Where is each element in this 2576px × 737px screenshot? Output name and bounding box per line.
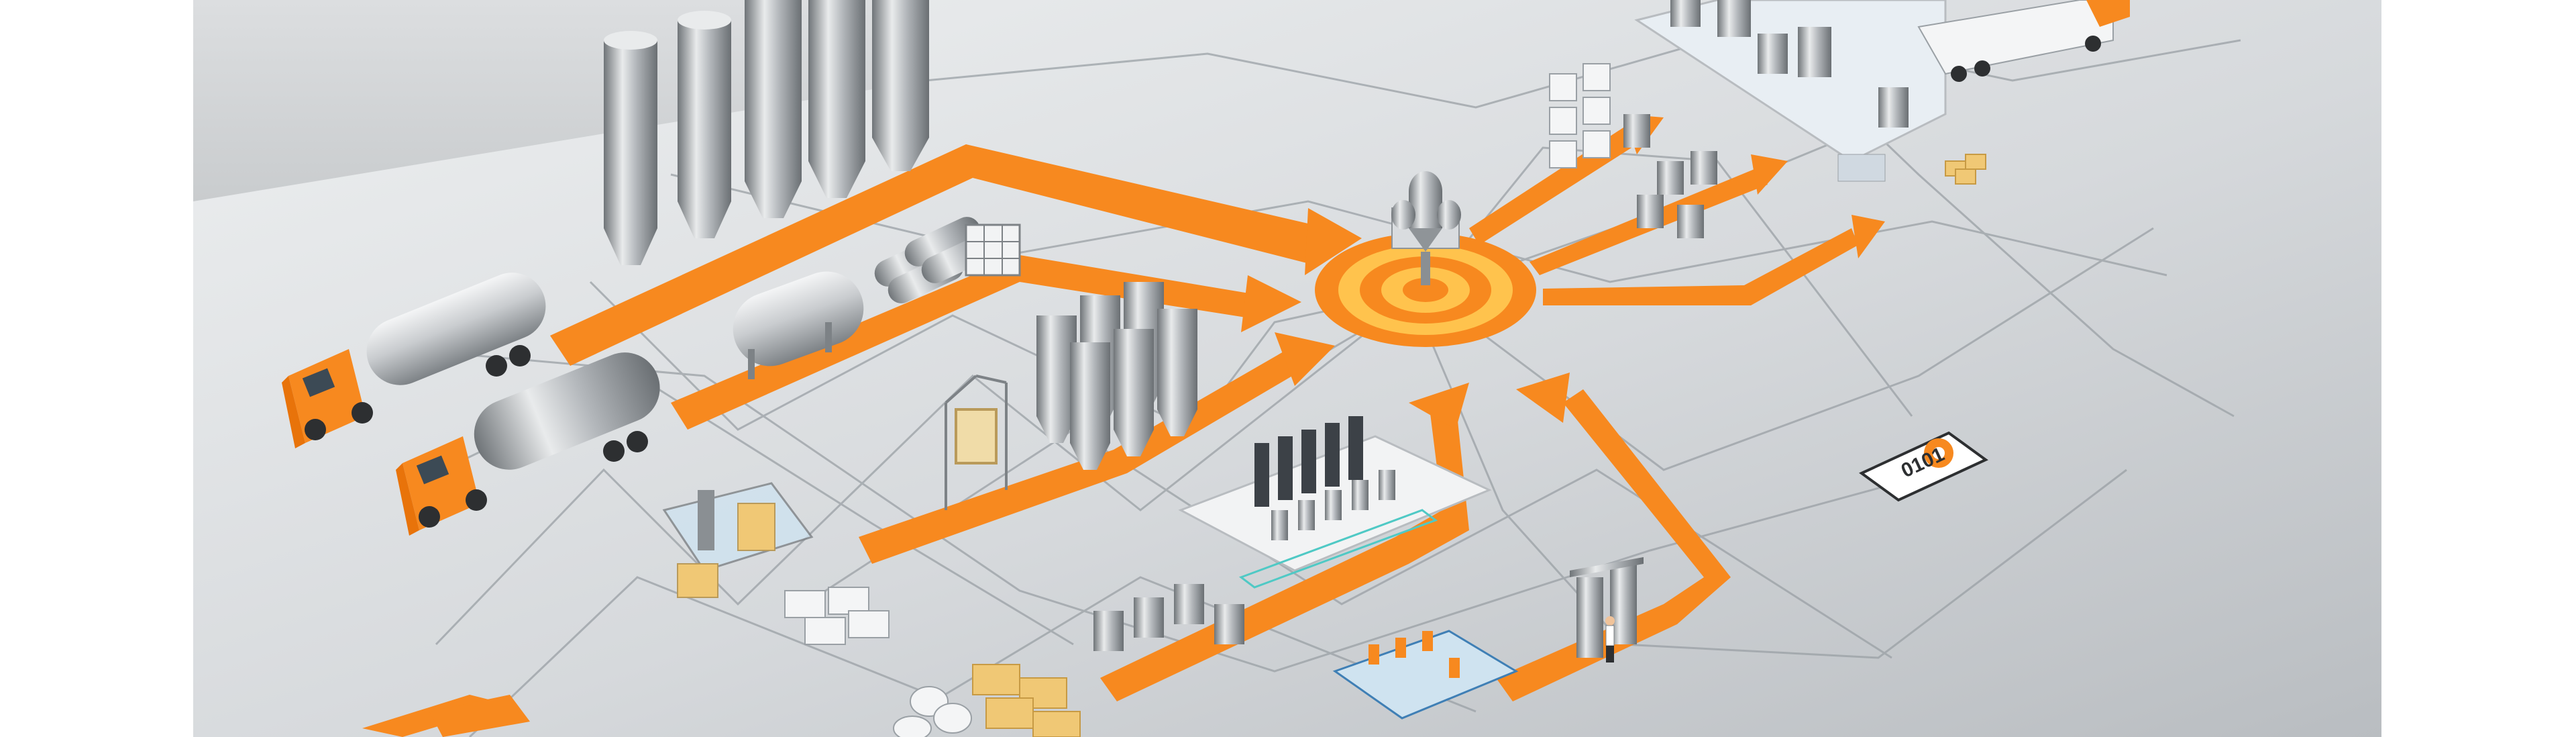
sacks-pallet-icon [784,587,890,645]
processing-platform-icon [1634,0,1947,182]
robot-cell-icon [662,482,814,598]
data-gear-icon: 0101 [1859,431,1988,502]
pallet-boxes-icon [1945,154,1986,185]
mixer-group-icon [1093,584,1244,651]
bags-cluster-icon [893,664,1081,737]
worker-figure-icon [1605,616,1615,662]
silo-icon [604,0,929,265]
big-bag-station-icon [945,375,1008,510]
storage-silo-cluster-icon [1036,282,1197,470]
gas-cylinders-icon [874,217,998,303]
horizontal-tank-icon [733,271,864,379]
ibc-container-icon [965,224,1021,277]
target-rings-icon [1315,233,1536,347]
back-wall [193,0,926,201]
tanker-truck-icon [282,273,660,536]
big-bag-rack-icon [1549,63,1717,238]
dosing-station-icon [1178,416,1492,589]
lifting-station-icon [1570,557,1644,658]
central-mixer-icon [1391,171,1461,285]
production-cell-icon [1332,630,1519,720]
delivery-truck-icon [1917,0,2130,82]
